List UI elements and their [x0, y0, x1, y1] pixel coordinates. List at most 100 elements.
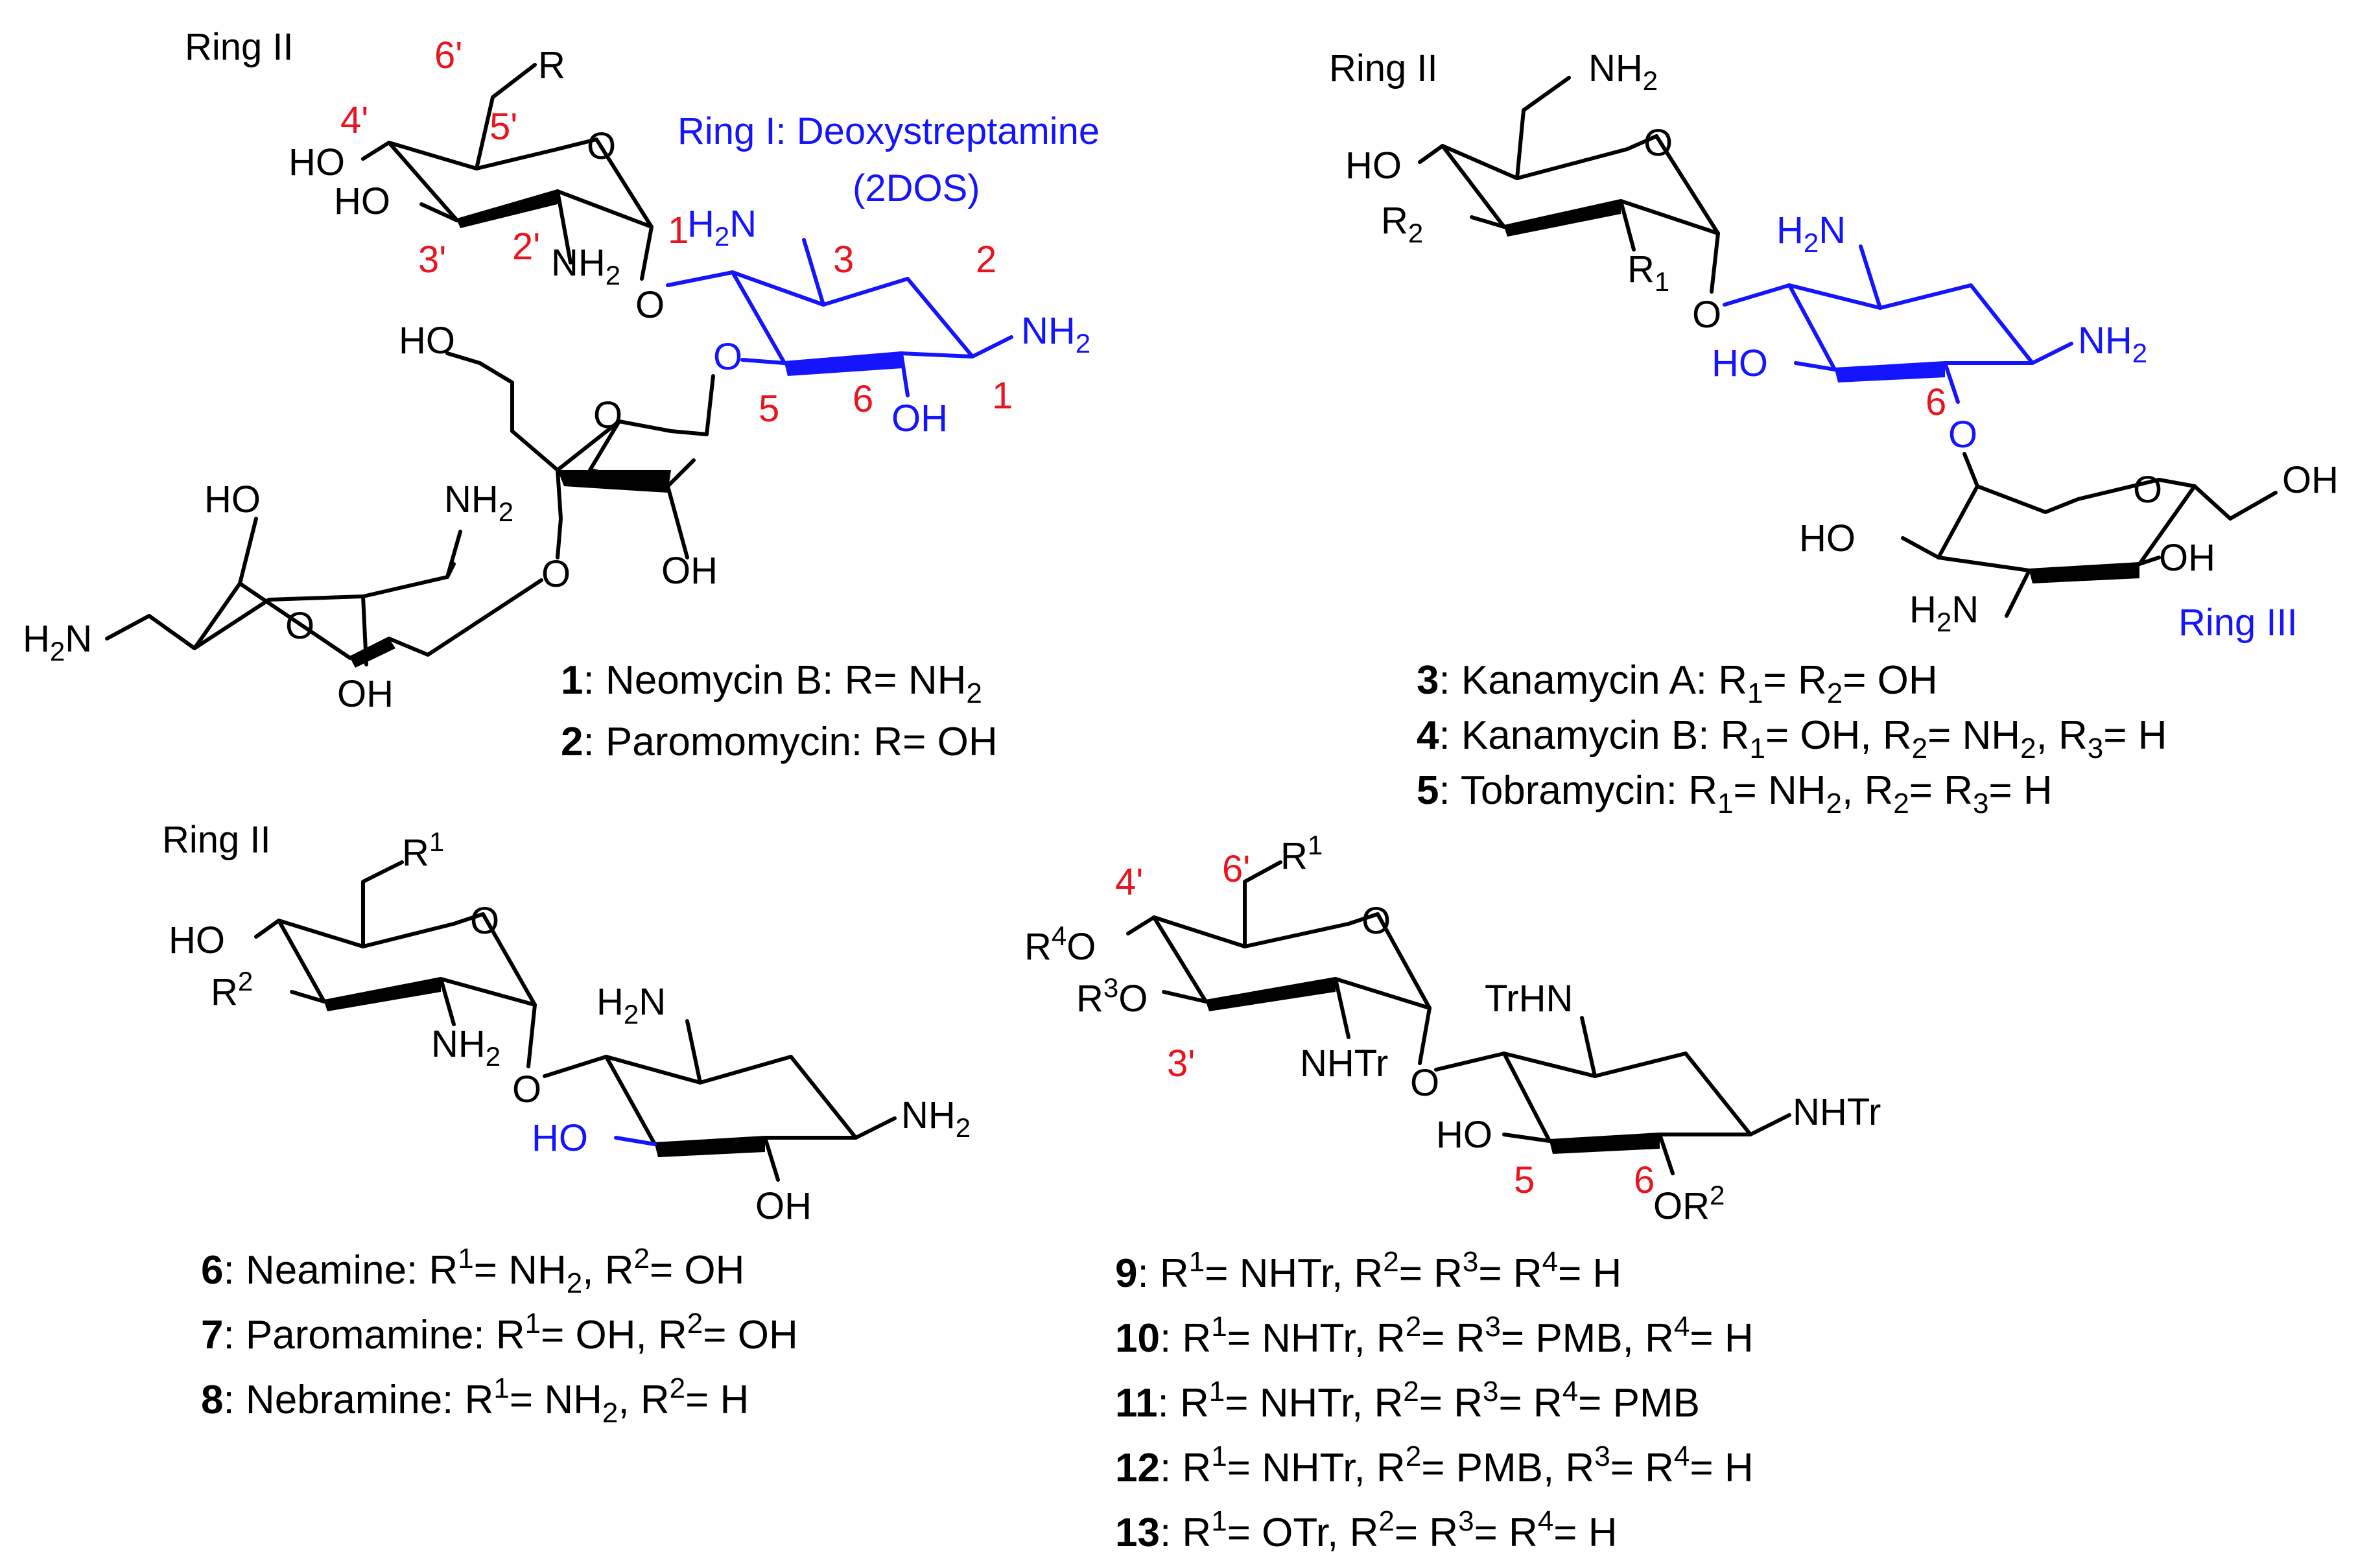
amino-3-b: H2N — [1776, 209, 1846, 258]
locant-1prime-a: 1' — [668, 209, 696, 252]
locant-3prime-d: 3' — [1167, 1042, 1195, 1085]
locant-1-a: 1 — [992, 375, 1013, 417]
amino-1-c: NH2 — [901, 1094, 971, 1143]
amino-ring3-b: H2N — [1909, 589, 1979, 637]
ring-ii-label-b: Ring II — [1329, 47, 1438, 89]
caption-compound-4: 4: Kanamycin B: R1= OH, R2= NH2, R3= H — [1417, 713, 2167, 764]
hydroxy-5-d: HO — [1436, 1114, 1492, 1156]
hydroxy-5-b: HO — [1712, 342, 1768, 384]
nhtr-1-d: NHTr — [1793, 1091, 1881, 1133]
ring-iii-oxygen-b: O — [2133, 469, 2162, 511]
caption-compound-6: 6: Neamine: R1= NH2, R2= OH — [201, 1243, 744, 1299]
ring-iii-label: Ring III — [2178, 602, 2298, 644]
r3o-substituent-d: R3O — [1076, 972, 1148, 1020]
oxygen-6-b: O — [1948, 414, 1977, 456]
ring-ii-chair-a — [361, 63, 654, 281]
ring-ii-label-c: Ring II — [162, 819, 271, 861]
panel-d-protected-derivatives: R1 O R4O R3O NHTr O 4' 6' 3' TrHN NHTr H… — [1024, 830, 1881, 1555]
amino-ch2-ring4-a: H2N — [23, 618, 92, 666]
ring-i-chair-b — [1723, 244, 2073, 404]
locant-2prime-a: 2' — [512, 226, 540, 268]
locant-3prime-a: 3' — [418, 239, 446, 281]
trhn-3-d: TrHN — [1485, 978, 1573, 1020]
r-substituent-a: R — [538, 44, 565, 86]
caption-compound-10: 10: R1= NHTr, R2= R3= PMB, R4= H — [1115, 1311, 1754, 1361]
locant-5-a: 5 — [759, 388, 779, 430]
r1-substituent-b: R1 — [1627, 248, 1669, 297]
caption-compound-9: 9: R1= NHTr, R2= R3= R4= H — [1115, 1246, 1621, 1296]
hydroxy-3prime-a: HO — [334, 180, 390, 222]
r1-substituent-d: R1 — [1280, 830, 1323, 877]
locant-6-b: 6 — [1926, 381, 1946, 423]
locant-4prime-d: 4' — [1115, 861, 1143, 903]
ring-i-deoxystreptamine-a — [666, 238, 1013, 397]
or2-substituent-d: OR2 — [1653, 1180, 1725, 1227]
glycosidic-oxygen-b: O — [1692, 294, 1721, 336]
hydroxy-ch2-b: OH — [2282, 459, 2339, 501]
caption-compound-11: 11: R1= NHTr, R2= R3= R4= PMB — [1115, 1376, 1700, 1426]
hydroxy-ring3-left-b: HO — [1799, 517, 1856, 559]
r4o-substituent-d: R4O — [1024, 921, 1096, 968]
amino-1-a: NH2 — [1021, 310, 1090, 358]
r2-substituent-b: R2 — [1381, 200, 1423, 248]
caption-compound-2: 2: Paromomycin: R= OH — [561, 720, 998, 764]
glycosidic-oxygen-c: O — [512, 1068, 541, 1111]
ring4-oxygen-a: O — [285, 605, 314, 647]
locant-6prime-d: 6' — [1222, 848, 1250, 890]
locant-2-a: 2 — [976, 239, 996, 281]
caption-compound-8: 8: Nebramine: R1= NH2, R2= H — [201, 1372, 749, 1429]
panel-b-kanamycins: Ring II NH2 O HO R2 R1 O H2N NH2 HO 6 O — [1329, 47, 2339, 819]
hydroxy-ch2-furan-a: HO — [399, 320, 455, 362]
locant-6prime-a: 6' — [434, 34, 462, 76]
hydroxy-ring3-right-b: OH — [2159, 537, 2215, 579]
hydroxy-6-a: OH — [891, 397, 948, 440]
r2-substituent-c: R2 — [211, 966, 253, 1013]
hydroxy-ring4-bottom-a: OH — [337, 673, 394, 715]
amino-6prime-b: NH2 — [1588, 47, 1658, 96]
ring-i-chair-d — [1434, 1016, 1791, 1175]
glycosidic-oxygen-a: O — [635, 284, 665, 326]
locant-4prime-a: 4' — [340, 99, 368, 141]
locant-3-a: 3 — [833, 239, 854, 281]
hydroxy-4prime-b: HO — [1345, 145, 1402, 187]
amino-2prime-a: NH2 — [551, 242, 620, 290]
caption-compound-3: 3: Kanamycin A: R1= R2= OH — [1417, 658, 1938, 709]
hydroxy-4prime-c: HO — [169, 919, 225, 961]
ring-i-label: Ring I: Deoxystreptamine — [677, 110, 1100, 152]
ring-iv-a — [105, 517, 543, 668]
hydroxy-furan-a: OH — [661, 550, 718, 592]
hydroxy-4prime-a: HO — [289, 141, 345, 183]
ring-oxygen-d: O — [1361, 900, 1391, 942]
caption-compound-5: 5: Tobramycin: R1= NH2, R2= R3= H — [1417, 768, 2053, 819]
locant-5prime-a: 5' — [489, 106, 517, 148]
locant-6-a: 6 — [853, 378, 873, 420]
ring-ii-chair-c — [254, 860, 537, 1068]
amino-3-c: H2N — [596, 981, 666, 1029]
locant-5-d: 5 — [1514, 1159, 1535, 1201]
ring-oxygen-b: O — [1644, 122, 1673, 164]
ring-oxygen-c: O — [470, 900, 499, 942]
amino-2prime-c: NH2 — [431, 1023, 501, 1072]
caption-compound-1: 1: Neomycin B: R= NH2 — [561, 658, 982, 709]
oxygen-5-a: O — [713, 336, 742, 378]
hydroxy-ring4-a: HO — [204, 478, 261, 521]
panel-c-neamines: Ring II R1 O HO R2 NH2 O H2N NH2 HO OH 6… — [162, 819, 971, 1429]
ring-ii-chair-d — [1126, 860, 1432, 1065]
hydroxy-6-c: OH — [755, 1185, 812, 1227]
hydroxy-5-c: HO — [532, 1117, 588, 1159]
ring-ii-label-a: Ring II — [185, 26, 294, 68]
caption-compound-7: 7: Paromamine: R1= OH, R2= OH — [201, 1308, 798, 1357]
caption-compound-13: 13: R1= OTr, R2= R3= R4= H — [1115, 1505, 1617, 1555]
ring-iii-chair-b — [1901, 452, 2278, 618]
ring-ii-chair-b — [1418, 76, 1720, 294]
linking-oxygen-a: O — [541, 553, 571, 595]
amino-ring4-a: NH2 — [444, 478, 513, 527]
ring-i-abbrev: (2DOS) — [853, 167, 980, 209]
furan-oxygen-a: O — [593, 394, 622, 436]
r1-substituent-c: R1 — [402, 827, 444, 874]
ring-oxygen-a: O — [587, 125, 616, 167]
locant-6-d: 6 — [1634, 1159, 1655, 1201]
panel-a-neomycin-paromomycin: Ring II R O HO HO NH2 O 6' 4' 5' 3' 2' 1… — [23, 26, 1100, 764]
amino-3-a: H2N — [687, 203, 757, 252]
